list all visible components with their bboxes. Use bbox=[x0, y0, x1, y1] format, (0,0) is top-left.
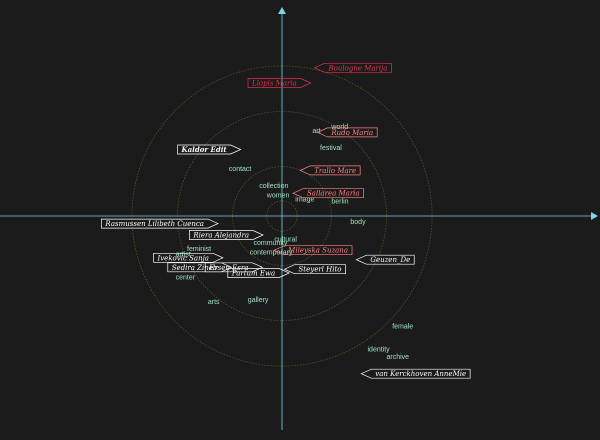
artist-name: Llopis Maria bbox=[251, 80, 297, 88]
artist-tag: Ivekovic Sanja bbox=[153, 252, 224, 263]
artist-tag-frame bbox=[153, 252, 224, 263]
keyword-label: body bbox=[350, 219, 366, 226]
artist-tag: van Kerckhoven AnneMie bbox=[360, 368, 471, 379]
artist-tag-frame bbox=[355, 254, 415, 265]
artist-tag-frame bbox=[316, 127, 378, 138]
keyword-label: festival bbox=[320, 145, 342, 152]
artist-tag-frame bbox=[313, 62, 392, 73]
artist-tag-frame bbox=[283, 264, 346, 275]
artist-tag-frame bbox=[204, 262, 264, 273]
keyword-label: image bbox=[295, 196, 314, 203]
keyword-label: artist bbox=[176, 252, 191, 259]
keyword-layer: artworldfestivalcontactcollectionwomenim… bbox=[176, 124, 414, 361]
y-axis-arrow-icon bbox=[278, 7, 286, 14]
artist-name: Rudo Maria bbox=[330, 129, 373, 137]
artist-tag: Mileyska Suzana bbox=[273, 245, 353, 256]
artist-tag-frame bbox=[177, 144, 242, 155]
artist-tag: Ersen Esra bbox=[204, 262, 264, 273]
keyword-label: identity bbox=[368, 347, 391, 354]
artist-tag-frame bbox=[189, 230, 264, 240]
artist-name: van Kerckhoven AnneMie bbox=[375, 370, 466, 378]
artist-tag-frame bbox=[247, 78, 312, 88]
artist-tag-frame bbox=[292, 188, 364, 199]
artist-tag: Steyerl Hito bbox=[283, 264, 346, 275]
artist-name: Partum Ewa bbox=[231, 270, 275, 278]
keyword-label: gallery bbox=[248, 297, 269, 304]
artist-tag: Rasmussen Lilibeth Cuenca bbox=[101, 218, 219, 229]
keyword-label: contact bbox=[229, 166, 252, 173]
artist-tag: Trallo Mare bbox=[299, 165, 361, 176]
axes bbox=[0, 7, 598, 430]
artist-name: Steyerl Hito bbox=[298, 266, 341, 274]
keyword-label: cultural bbox=[274, 236, 297, 243]
keyword-label: center bbox=[176, 274, 196, 281]
artist-name: Riera Alejandra bbox=[192, 232, 249, 240]
artist-tag: Partum Ewa bbox=[227, 268, 291, 278]
keyword-label: collection bbox=[259, 183, 288, 190]
artist-tag-frame bbox=[360, 368, 471, 379]
artist-name: Ivekovic Sanja bbox=[156, 254, 208, 262]
artist-tag-frame bbox=[101, 218, 219, 229]
keyword-label: arts bbox=[208, 299, 220, 306]
artist-name: Ersen Esra bbox=[208, 264, 248, 272]
artist-name: Sedira Zineb bbox=[172, 264, 218, 272]
artist-name: Boulogne Marija bbox=[328, 64, 388, 72]
artist-name: Rasmussen Lilibeth Cuenca bbox=[104, 220, 204, 228]
keyword-label: female bbox=[392, 324, 413, 331]
artist-name: Geuzen_De bbox=[370, 256, 410, 264]
artist-tag: Sallarea Maria bbox=[292, 188, 364, 199]
keyword-label: art bbox=[312, 128, 320, 135]
artist-tag: Llopis Maria bbox=[247, 78, 312, 88]
artist-tag: Boulogne Marija bbox=[313, 62, 392, 73]
artist-tag: Geuzen_De bbox=[355, 254, 415, 265]
artist-name: Kaldor Edit bbox=[181, 145, 228, 154]
keyword-label: women bbox=[266, 193, 290, 200]
artist-name: Sallarea Maria bbox=[307, 190, 360, 198]
artist-tag: Kaldor Edit bbox=[177, 144, 242, 155]
artist-name: Trallo Mare bbox=[314, 167, 356, 175]
keyword-label: berlin bbox=[331, 198, 348, 205]
artist-tag-frame bbox=[227, 268, 291, 278]
artist-tag: Rudo Maria bbox=[316, 127, 378, 138]
artist-tag-frame bbox=[273, 245, 353, 256]
keyword-label: feminist bbox=[187, 246, 211, 253]
keyword-label: archive bbox=[387, 354, 410, 361]
keyword-label: contemporary bbox=[250, 250, 293, 257]
x-axis-arrow-icon bbox=[591, 212, 598, 220]
keyword-label: community bbox=[254, 240, 288, 247]
artist-name: Mileyska Suzana bbox=[287, 247, 348, 255]
artist-tag-frame bbox=[299, 165, 361, 176]
artist-tag: Riera Alejandra bbox=[189, 230, 264, 240]
